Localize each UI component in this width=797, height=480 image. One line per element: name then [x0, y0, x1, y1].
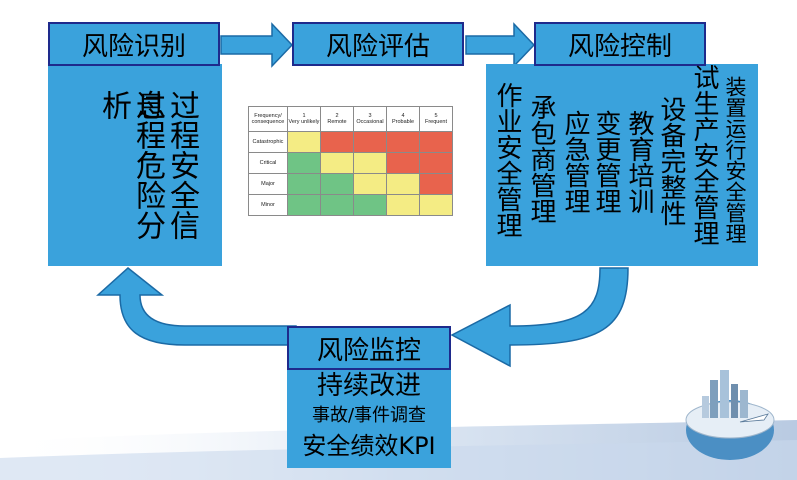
control-item-5: 教育培训: [624, 110, 654, 214]
matrix-cell: [353, 152, 387, 174]
matrix-corner: Frequency/ consequence: [248, 106, 288, 132]
control-item-1: 作业安全管理: [492, 82, 522, 238]
monitor-panel: 持续改进 事故/事件调查 安全绩效KPI: [287, 368, 451, 468]
matrix-cell: [320, 173, 354, 195]
matrix-cell: [419, 173, 453, 195]
matrix-col-4-label: Probable: [391, 119, 415, 125]
matrix-cell: [386, 173, 420, 195]
matrix-cell: [287, 173, 321, 195]
matrix-cell: [287, 131, 321, 153]
identify-item-1: 过程安全信息: [130, 90, 199, 240]
monitor-title: 风险监控: [287, 326, 451, 370]
matrix-cell: [320, 194, 354, 216]
matrix-col-1-label: Very unlikely: [288, 119, 320, 125]
control-item-7: 试生产安全管理: [689, 64, 719, 246]
matrix-col-3-num: 3: [368, 113, 372, 119]
control-item-6: 设备完整性: [656, 96, 686, 226]
matrix-row-label: Minor: [248, 194, 288, 216]
matrix-cell: [419, 131, 453, 153]
control-panel: [486, 64, 758, 266]
identify-title: 风险识别: [48, 22, 220, 66]
control-title: 风险控制: [534, 22, 706, 66]
matrix-col-2-num: 2: [335, 113, 339, 119]
control-item-3: 应急管理: [560, 110, 590, 214]
control-item-2: 承包商管理: [526, 94, 556, 224]
matrix-col-5-num: 5: [434, 113, 438, 119]
matrix-row: Catastrophic: [248, 131, 453, 153]
control-item-4: 变更管理: [591, 110, 621, 214]
arrow-monitor-to-identify: [96, 267, 297, 346]
matrix-cell: [419, 194, 453, 216]
city-globe-logo: [685, 370, 775, 460]
matrix-col-4-num: 4: [401, 113, 405, 119]
matrix-row: Major: [248, 173, 453, 195]
arrow-assess-to-control: [465, 22, 536, 68]
matrix-col-2-label: Remote: [327, 119, 347, 125]
matrix-row: Critical: [248, 152, 453, 174]
monitor-line-3: 安全绩效KPI: [302, 432, 436, 460]
matrix-col-1-num: 1: [302, 113, 306, 119]
matrix-row-label: Catastrophic: [248, 131, 288, 153]
matrix-row-label: Major: [248, 173, 288, 195]
matrix-col-3-label: Occasional: [356, 119, 384, 125]
identify-item-2: 过程危险分析: [96, 90, 165, 240]
arrow-identify-to-assess: [220, 22, 294, 68]
control-item-8: 装置运行安全管理: [723, 76, 747, 244]
matrix-cell: [320, 131, 354, 153]
matrix-cell: [386, 152, 420, 174]
matrix-cell: [320, 152, 354, 174]
assess-title: 风险评估: [292, 22, 464, 66]
matrix-cell: [386, 194, 420, 216]
monitor-line-1: 持续改进: [316, 371, 421, 401]
monitor-line-2: 事故/事件调查: [311, 405, 427, 426]
matrix-cell: [353, 173, 387, 195]
matrix-cell: [386, 131, 420, 153]
matrix-row: Minor: [248, 194, 453, 216]
arrow-control-to-monitor: [450, 267, 629, 368]
matrix-cell: [353, 194, 387, 216]
matrix-cell: [287, 194, 321, 216]
identify-panel: [48, 64, 222, 266]
matrix-cell: [287, 152, 321, 174]
matrix-cell: [419, 152, 453, 174]
matrix-row-label: Critical: [248, 152, 288, 174]
matrix-col-5-label: Frequent: [424, 119, 447, 125]
matrix-cell: [353, 131, 387, 153]
